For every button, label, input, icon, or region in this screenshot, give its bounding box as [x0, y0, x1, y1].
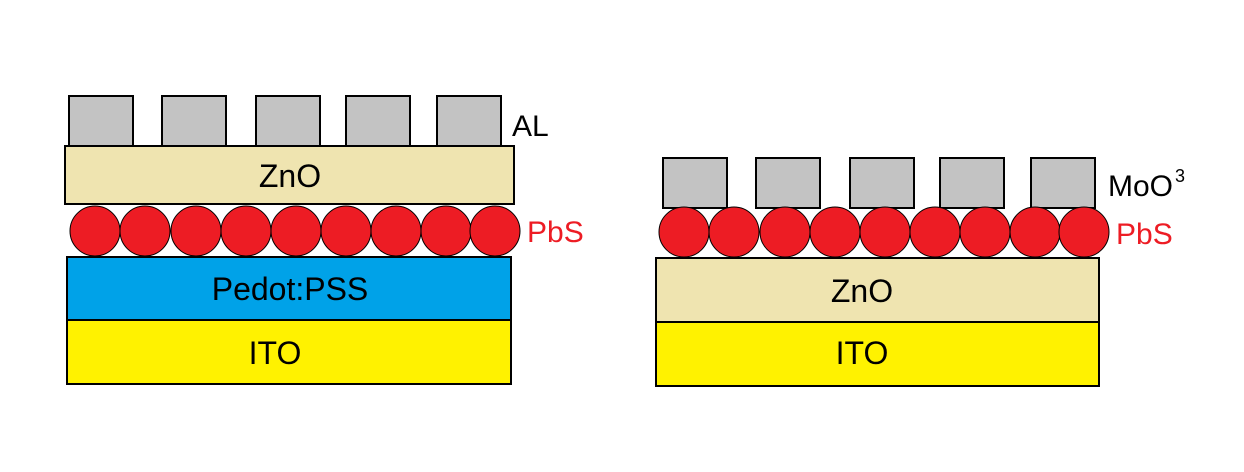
- left-pbs-dot: [119, 205, 171, 257]
- right-electrode-pad: [755, 157, 821, 209]
- right-ito-layer: [655, 321, 1100, 387]
- left-zno-layer: [64, 145, 515, 205]
- right-zno-layer: [655, 257, 1100, 323]
- left-pbs-dot: [69, 205, 121, 257]
- right-pbs-dot: [809, 206, 861, 258]
- left-ito-layer: [66, 319, 512, 385]
- left-electrode-label: AL: [512, 110, 549, 143]
- right-pbs-dot: [658, 206, 710, 258]
- right-pbs-dot-row: [658, 206, 1110, 258]
- right-pbs-dot: [909, 206, 961, 258]
- left-electrode-pad: [255, 95, 321, 147]
- left-pbs-dot: [270, 205, 322, 257]
- right-pbs-label: PbS: [1116, 218, 1173, 251]
- left-ito-label: ITO: [249, 335, 302, 371]
- left-pbs-dot: [469, 205, 521, 257]
- left-electrode-pad: [68, 95, 134, 147]
- right-pbs-dot: [959, 206, 1011, 258]
- right-zno-label: ZnO: [831, 273, 893, 309]
- right-pbs-dot: [1009, 206, 1061, 258]
- left-electrode-pad: [345, 95, 411, 147]
- right-electrode-row: [662, 157, 1096, 209]
- left-pbs-dot: [320, 205, 372, 257]
- left-electrode-row: [68, 95, 502, 147]
- left-pbs-label: PbS: [527, 216, 584, 249]
- left-pbs-dot-row: [69, 205, 521, 257]
- right-pbs-dot: [708, 206, 760, 258]
- right-electrode-pad: [849, 157, 915, 209]
- left-pbs-dot: [370, 205, 422, 257]
- left-electrode-pad: [161, 95, 227, 147]
- right-electrode-label-superscript: 3: [1175, 166, 1185, 186]
- left-zno-label: ZnO: [259, 158, 321, 194]
- right-pbs-dot: [759, 206, 811, 258]
- left-pbs-dot: [170, 205, 222, 257]
- right-electrode-label-base: MoO: [1108, 170, 1173, 203]
- left-device-stack: AL ZnO PbS Pedot:PSS ITO: [64, 95, 584, 385]
- left-pedot-layer: [66, 256, 512, 321]
- right-pbs-dot: [859, 206, 911, 258]
- right-electrode-pad: [662, 157, 728, 209]
- right-electrode-pad: [939, 157, 1005, 209]
- left-pedot-label: Pedot:PSS: [212, 271, 369, 307]
- left-electrode-pad: [436, 95, 502, 147]
- left-pbs-dot: [420, 205, 472, 257]
- right-ito-label: ITO: [836, 335, 889, 371]
- left-pbs-dot: [220, 205, 272, 257]
- right-electrode-pad: [1030, 157, 1096, 209]
- right-pbs-dot: [1058, 206, 1110, 258]
